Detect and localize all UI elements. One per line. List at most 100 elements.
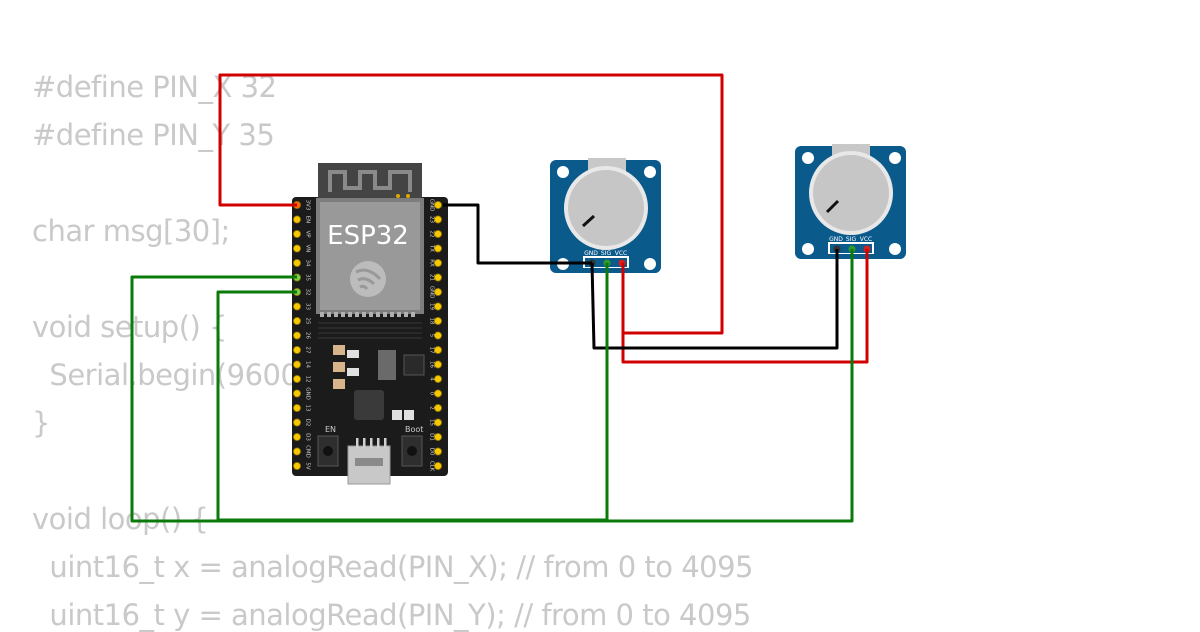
header-pin[interactable]	[433, 258, 442, 267]
header-pin[interactable]	[433, 374, 442, 383]
module-pad	[369, 312, 373, 317]
en-button-cap	[323, 446, 333, 456]
header-pin[interactable]	[433, 418, 442, 427]
usb-pins	[356, 438, 387, 448]
component	[333, 379, 345, 389]
pot-2-indicator	[825, 199, 840, 214]
pin-label: 35	[305, 274, 311, 281]
header-pin[interactable]	[433, 229, 442, 238]
potentiometer-2[interactable]: GND SIG VCC	[795, 144, 906, 259]
pin-label: 32	[305, 289, 311, 296]
header-pin[interactable]	[292, 374, 301, 383]
pot-2-sig-label: SIG	[846, 236, 857, 243]
pin-label: GND	[429, 199, 435, 212]
regulator	[378, 350, 396, 380]
code-line: Serial.begin(9600);	[32, 358, 319, 392]
esp32-board[interactable]: ESP32 EN Boot 3V3ENVPVN34353233252627141…	[292, 163, 448, 485]
header-pin[interactable]	[433, 244, 442, 253]
module-pad	[390, 312, 394, 317]
header-pin[interactable]	[433, 403, 442, 412]
wire-gnd-to-pot1-gnd[interactable]	[443, 203, 592, 265]
header-pin[interactable]	[292, 403, 301, 412]
pot-1-gnd-label: GND	[584, 250, 598, 257]
header-pin[interactable]	[292, 432, 301, 441]
pin-label: EN	[305, 216, 311, 224]
header-pin[interactable]	[292, 215, 301, 224]
left-header-pins[interactable]: 3V3ENVPVN343532332526271412GND13D2D3CMD5…	[292, 200, 311, 470]
potentiometer-1[interactable]: GND SIG VCC	[550, 158, 661, 273]
header-pin[interactable]	[433, 287, 442, 296]
wire-gpio35-to-pot2-sig[interactable]	[130, 249, 854, 523]
header-pin[interactable]	[292, 461, 301, 470]
pot-2-vcc-label: VCC	[860, 236, 872, 243]
header-pin[interactable]	[433, 461, 442, 470]
header-pin[interactable]	[292, 302, 301, 311]
header-pin[interactable]	[292, 360, 301, 369]
usb-uart-chip	[354, 390, 384, 420]
header-pin[interactable]	[292, 418, 301, 427]
code-line: uint16_t y = analogRead(PIN_Y); // from …	[32, 598, 751, 632]
header-pin[interactable]	[292, 244, 301, 253]
pot-1-knob[interactable]	[568, 170, 644, 246]
header-pin[interactable]	[433, 215, 442, 224]
header-pin[interactable]	[433, 360, 442, 369]
mount-hole	[802, 243, 814, 255]
pin-label: 4	[429, 377, 435, 381]
pin-label: 27	[305, 347, 311, 354]
led-dot	[406, 194, 410, 198]
code-line: uint16_t x = analogRead(PIN_X); // from …	[32, 550, 753, 584]
mount-hole	[644, 258, 656, 270]
pin-label: RX	[429, 259, 435, 267]
header-pin[interactable]	[292, 345, 301, 354]
code-line: }	[32, 406, 50, 440]
code-line: void loop() {	[32, 502, 209, 536]
module-pad	[355, 312, 359, 317]
header-pin[interactable]	[292, 316, 301, 325]
usb-pin	[377, 438, 380, 448]
module-pad	[327, 312, 331, 317]
header-pin[interactable]	[433, 273, 442, 282]
code-line: #define PIN_Y 35	[32, 118, 275, 152]
header-pin[interactable]	[433, 302, 442, 311]
header-pin[interactable]	[433, 345, 442, 354]
header-pin[interactable]	[292, 389, 301, 398]
header-pin[interactable]	[433, 447, 442, 456]
en-label: EN	[325, 425, 336, 434]
pin-label: 26	[305, 332, 311, 339]
wire-gnd-to-pot2-gnd[interactable]	[590, 249, 839, 350]
header-pin[interactable]	[433, 432, 442, 441]
pin-label: 21	[429, 274, 435, 281]
pin-label: 15	[429, 419, 435, 426]
pin-label: 0	[429, 392, 435, 396]
header-pin[interactable]	[433, 331, 442, 340]
component	[392, 410, 402, 420]
pin-label: 14	[305, 361, 311, 368]
pin-label: 34	[305, 260, 311, 267]
header-pin[interactable]	[292, 447, 301, 456]
header-pin[interactable]	[292, 229, 301, 238]
pot-1-vcc-label: VCC	[615, 250, 627, 257]
component	[403, 354, 425, 376]
module-pad	[411, 312, 415, 317]
module-pad	[348, 312, 352, 317]
pin-label: 33	[305, 303, 311, 310]
pin-label: TX	[429, 244, 435, 252]
component	[333, 345, 345, 355]
component	[347, 350, 359, 358]
header-pin[interactable]	[292, 331, 301, 340]
header-pin[interactable]	[433, 316, 442, 325]
pin-label: 2	[429, 406, 435, 410]
pot-1-indicator	[581, 214, 596, 228]
header-pin[interactable]	[433, 389, 442, 398]
header-pin[interactable]	[433, 200, 442, 209]
pot-2-knob[interactable]	[813, 155, 889, 231]
usb-pin	[356, 438, 359, 448]
wire-gpio32-to-pot1-sig[interactable]	[216, 263, 609, 522]
pin-label: 17	[429, 347, 435, 354]
pin-label: 12	[305, 376, 311, 383]
component	[347, 368, 359, 376]
module-pad	[320, 312, 324, 317]
header-pin[interactable]	[292, 258, 301, 267]
mount-hole	[644, 166, 656, 178]
